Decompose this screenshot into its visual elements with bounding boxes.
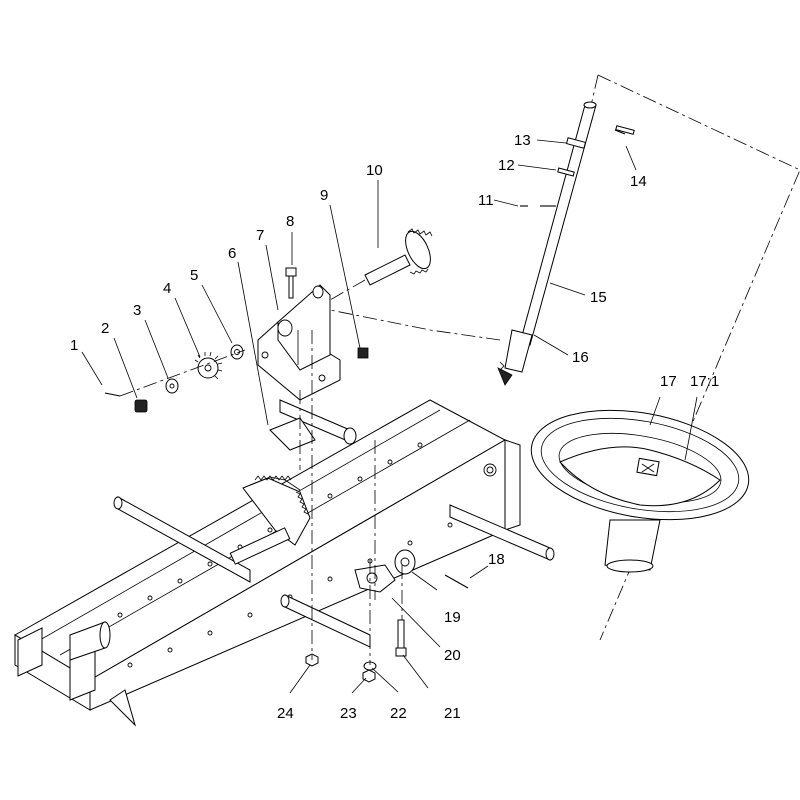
callout-18: 18 xyxy=(488,551,505,568)
callout-14: 14 xyxy=(630,173,647,190)
pinion-shaft xyxy=(364,228,433,286)
small-parts-row xyxy=(104,344,244,413)
callout-9: 9 xyxy=(320,187,328,204)
callout-6: 6 xyxy=(228,245,236,262)
callout-3: 3 xyxy=(133,302,141,319)
frame-holes xyxy=(117,442,497,668)
callout-5: 5 xyxy=(190,267,198,284)
sector-gear xyxy=(229,475,311,565)
callout-1: 1 xyxy=(70,337,78,354)
callout-17-1: 17:1 xyxy=(690,373,719,390)
assembly-lines xyxy=(119,279,403,665)
bolt-8 xyxy=(285,267,297,299)
callout-15: 15 xyxy=(590,289,607,306)
frame-rail xyxy=(14,399,521,727)
callouts: 1 2 3 4 5 6 7 8 9 10 11 12 13 14 15 16 1… xyxy=(70,132,719,722)
callout-8: 8 xyxy=(286,213,294,230)
callout-13: 13 xyxy=(514,132,531,149)
callout-21: 21 xyxy=(444,705,461,722)
steering-shaft xyxy=(497,101,635,386)
steering-wheel xyxy=(530,409,750,573)
callout-23: 23 xyxy=(340,705,357,722)
callout-19: 19 xyxy=(444,609,461,626)
pivot-bracket xyxy=(257,284,341,401)
callout-7: 7 xyxy=(256,227,264,244)
callout-11: 11 xyxy=(478,192,494,209)
callout-20: 20 xyxy=(444,647,461,664)
callout-2: 2 xyxy=(101,320,109,337)
plate-6 xyxy=(269,417,316,451)
callout-10: 10 xyxy=(366,162,383,179)
callout-24: 24 xyxy=(277,705,294,722)
callout-17: 17 xyxy=(660,373,677,390)
leader-lines xyxy=(81,139,698,694)
callout-16: 16 xyxy=(572,349,589,366)
cross-tubes xyxy=(69,399,555,661)
callout-22: 22 xyxy=(390,705,407,722)
fitting-9 xyxy=(357,347,369,359)
pinion-gear-4 xyxy=(194,351,223,380)
callout-4: 4 xyxy=(163,280,171,297)
callout-12: 12 xyxy=(498,157,515,174)
